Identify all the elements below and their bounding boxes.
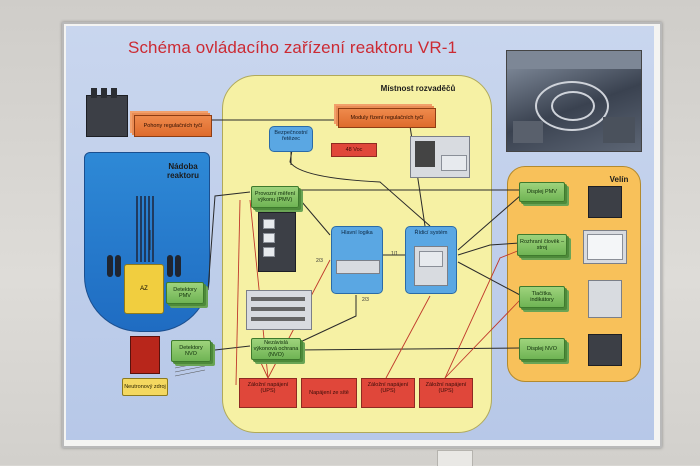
nvo-display-photo xyxy=(588,334,622,366)
nvo-box: Nezávislá výkonová ochrana (NVO) xyxy=(251,338,301,360)
logic-module-photo xyxy=(336,260,380,274)
velin-label: Velín xyxy=(609,175,629,184)
pohony-box: Pohony regulačních tyčí xyxy=(134,115,212,137)
tlacitka-box: Tlačítka, indikátory xyxy=(519,286,565,308)
room-label: Místnost rozvaděčů xyxy=(380,84,456,93)
wall-outlet xyxy=(437,450,473,466)
ups-box-1: Záložní napájení (UPS) xyxy=(239,378,297,408)
ridici-link-count: 1/1 xyxy=(391,251,398,257)
buttons-panel-photo xyxy=(588,280,622,318)
pmv-display-photo xyxy=(588,186,622,218)
v48-box: 48 Voc xyxy=(331,143,377,157)
vessel-label-2: reaktoru xyxy=(166,171,199,180)
control-room-photo xyxy=(506,50,642,152)
neutron-source-photo xyxy=(130,336,160,374)
vessel-label-1: Nádoba xyxy=(168,162,198,171)
hmi-screen-photo xyxy=(583,230,627,264)
diagram-title: Schéma ovládacího zařízení reaktoru VR-1 xyxy=(128,38,458,57)
detektory-nvo-box: Detektory NVO xyxy=(171,340,211,362)
napajeni-ze-site-box: Napájení ze sítě xyxy=(301,378,357,408)
nvo-cabinet-photo xyxy=(246,290,312,330)
moduly-box: Moduly řízení regulačních tyčí xyxy=(338,108,436,128)
neutronovy-zdroj-box: Neutronový zdroj xyxy=(122,378,168,396)
drive-photo xyxy=(86,88,128,137)
ups-box-3: Záložní napájení (UPS) xyxy=(419,378,473,408)
rozhrani-box: Rozhraní člověk – stroj xyxy=(517,234,567,256)
displej-nvo-box: Displej NVO xyxy=(519,338,565,360)
pmv-cabinet-photo xyxy=(258,212,296,272)
bezpecnostni-box: Bezpečnostní řetězec xyxy=(269,126,313,152)
az-core: AZ xyxy=(124,264,164,314)
nvo-link-count: 2/3 xyxy=(362,297,369,303)
module-photo xyxy=(410,136,470,178)
pmv-link-count: 2/3 xyxy=(316,258,323,264)
control-computer-photo xyxy=(414,246,448,286)
ups-box-2: Záložní napájení (UPS) xyxy=(361,378,415,408)
detektory-pmv-box: Detektory PMV xyxy=(166,282,204,304)
pmv-box: Provozní měření výkonu (PMV) xyxy=(251,186,299,208)
displej-pmv-box: Displej PMV xyxy=(519,182,565,202)
